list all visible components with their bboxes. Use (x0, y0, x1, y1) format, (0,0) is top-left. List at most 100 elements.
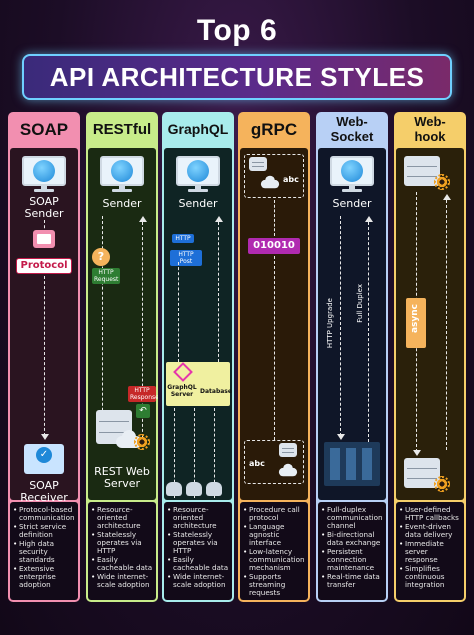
feature-list-graphql: Resource-oriented architecture Stateless… (164, 502, 232, 600)
monitor-icon (22, 156, 66, 192)
gear-icon (434, 174, 450, 190)
column-body-webhook: async (396, 148, 464, 500)
http-tag: HTTP (172, 234, 194, 243)
envelope-icon (33, 230, 55, 248)
async-text: async (410, 304, 420, 334)
column-body-graphql: Sender HTTP HTTP Post GraphQL Server Dat… (164, 148, 232, 500)
top-label: Top 6 (196, 14, 278, 47)
http-post-tag: HTTP Post (170, 250, 202, 266)
graphql-server-label: GraphQL Server (167, 384, 197, 398)
soap-receiver-label: SOAP Receiver (20, 479, 68, 504)
column-body-websocket: Sender HTTP Upgrade Full Duplex (318, 148, 386, 500)
feature-item: Simplifies continuous integration (399, 565, 462, 589)
arrow-down-icon (337, 434, 345, 440)
database-icon (166, 482, 182, 496)
column-title-graphql: GraphQL (167, 120, 229, 137)
column-webhook: Web-hook async User-defined HTTP callbac… (394, 112, 466, 602)
flow-line (368, 222, 369, 442)
column-title-rest: RESTful (92, 120, 152, 138)
gear-icon (434, 476, 450, 492)
column-grpc: gRPC abc 010010 abc Procedure call proto… (238, 112, 310, 602)
flow-line (218, 222, 219, 362)
http-request-tag: HTTP Request (92, 268, 120, 284)
feature-item: User-defined HTTP callbacks (399, 506, 462, 522)
column-body-rest: Sender ? HTTP Request HTTP Response ↶ RE… (88, 148, 158, 500)
database-label: Database (200, 388, 232, 395)
column-body-soap: SOAP Sender Protocol ✓ SOAP Receiver (10, 148, 78, 504)
flow-line (174, 408, 175, 498)
flow-line (178, 262, 179, 362)
arrow-up-icon (139, 216, 147, 222)
column-graphql: GraphQL Sender HTTP HTTP Post GraphQL Se… (162, 112, 234, 602)
database-icon (206, 482, 222, 496)
flow-line (446, 200, 447, 450)
column-title-grpc: gRPC (250, 119, 298, 139)
feature-item: Statelessly operates via HTTP (167, 531, 230, 555)
feature-list-grpc: Procedure call protocol Language agnosti… (240, 502, 308, 600)
feature-item: Language agnostic interface (243, 523, 306, 547)
grpc-bottom-box: abc (244, 440, 304, 484)
column-title-soap: SOAP (19, 119, 69, 139)
grpc-top-box: abc (244, 154, 304, 198)
monitor-icon (176, 156, 220, 192)
websocket-sender-label: Sender (332, 197, 372, 210)
column-websocket: Web-Socket Sender HTTP Upgrade Full Dupl… (316, 112, 388, 602)
soap-sender-label: SOAP Sender (24, 195, 64, 220)
server-icon (249, 157, 267, 171)
arrow-down-icon (41, 434, 49, 440)
flow-line (274, 200, 275, 236)
async-label: async (406, 298, 426, 348)
graphql-logo-icon (173, 362, 193, 382)
column-title-websocket: Web-Socket (330, 114, 374, 144)
arrow-up-icon (215, 216, 223, 222)
abc-top-label: abc (283, 175, 299, 184)
title-banner: API ARCHITECTURE STYLES (22, 54, 452, 100)
feature-list-webhook: User-defined HTTP callbacks Event-driven… (396, 502, 464, 600)
feature-list-rest: Resource-oriented architecture Stateless… (88, 502, 156, 600)
http-response-tag: HTTP Response (128, 386, 158, 402)
feature-item: Event-driven data delivery (399, 523, 462, 539)
column-rest: RESTful Sender ? HTTP Request HTTP Respo… (86, 112, 158, 602)
arrow-down-icon (413, 450, 421, 456)
feature-item: Persistent connection maintenance (321, 548, 384, 572)
feature-list-soap: Protocol-based communication Strict serv… (10, 502, 78, 600)
full-duplex-label: Full Duplex (356, 284, 364, 323)
question-icon: ? (92, 248, 110, 266)
feature-item: Resource-oriented architecture (167, 506, 230, 530)
feature-item: Wide internet-scale adoption (167, 573, 230, 589)
database-icon (186, 482, 202, 496)
feature-item: Easily cacheable data (167, 556, 230, 572)
receiver-mail-icon: ✓ (24, 444, 64, 474)
feature-item: Real-time data transfer (321, 573, 384, 589)
arrow-up-icon (443, 194, 451, 200)
flow-line (102, 216, 103, 436)
flow-line (274, 256, 275, 440)
gear-icon (134, 434, 150, 450)
feature-item: Bi-directional data exchange (321, 531, 384, 547)
arrow-up-icon (365, 216, 373, 222)
feature-item: Statelessly operates via HTTP (91, 531, 154, 555)
feature-item: Extensive enterprise adoption (13, 565, 76, 589)
cloud-icon (260, 175, 281, 189)
feature-item: Resource-oriented architecture (91, 506, 154, 530)
feature-item: Easily cacheable data (91, 556, 154, 572)
flow-line (340, 216, 341, 436)
feature-item: Protocol-based communication (13, 506, 76, 522)
feature-item: Strict service definition (13, 523, 76, 539)
return-icon: ↶ (136, 404, 150, 418)
column-title-webhook: Web-hook (414, 114, 446, 144)
abc-bottom-label: abc (249, 459, 265, 468)
http-upgrade-label: HTTP Upgrade (326, 298, 334, 349)
monitor-icon (330, 156, 374, 192)
feature-item: Low-latency communication mechanism (243, 548, 306, 572)
feature-item: Full-duplex communication channel (321, 506, 384, 530)
feature-item: High data security standards (13, 540, 76, 564)
feature-item: Wide internet-scale adoption (91, 573, 154, 589)
graphql-server-box: GraphQL Server Database (166, 362, 232, 406)
column-body-grpc: abc 010010 abc (240, 148, 308, 500)
feature-item: Supports streaming requests (243, 573, 306, 597)
flow-line (142, 222, 143, 442)
cloud-icon (278, 463, 299, 477)
feature-item: Immediate server response (399, 540, 462, 564)
column-soap: SOAP SOAP Sender Protocol ✓ SOAP Receive… (8, 112, 80, 602)
